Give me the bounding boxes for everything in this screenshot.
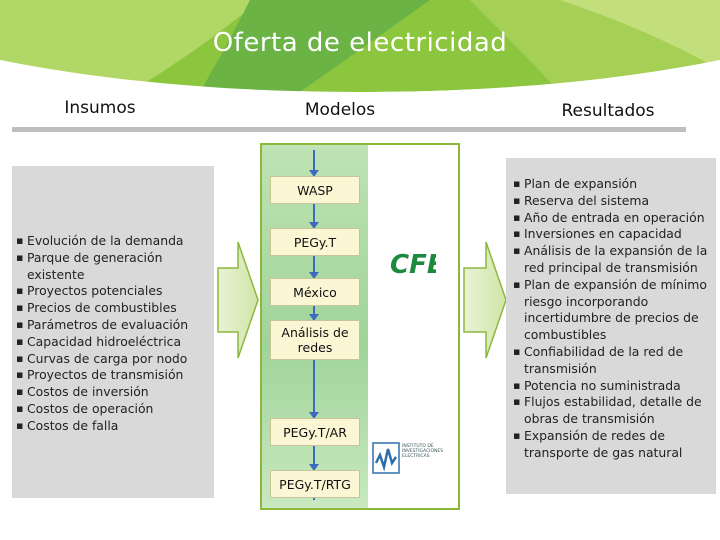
svg-text:CFE: CFE — [390, 250, 436, 278]
flow-arrowhead — [309, 272, 319, 279]
flow-arrowhead — [309, 464, 319, 471]
input-item: Evolución de la demanda — [16, 233, 212, 250]
models-header: Modelos — [304, 100, 376, 120]
input-item: Precios de combustibles — [16, 300, 212, 317]
results-list: Plan de expansión Reserva del sistema Añ… — [513, 176, 713, 462]
model-analisis-redes: Análisis de redes — [270, 320, 360, 360]
iie-logo — [372, 442, 400, 474]
inputs-header: Insumos — [64, 98, 136, 118]
result-item: Año de entrada en operación — [513, 210, 713, 227]
result-item: Confiabilidad de la red de transmisión — [513, 344, 713, 378]
models-to-results-arrow — [463, 241, 507, 359]
model-pegyt: PEGy.T — [270, 228, 360, 256]
flow-arrowhead — [309, 170, 319, 177]
result-item: Análisis de la expansión de la red princ… — [513, 243, 713, 277]
model-pegyt-rtg: PEGy.T/RTG — [270, 470, 360, 498]
flow-arrowhead — [309, 412, 319, 419]
slide-title: Oferta de electricidad — [212, 28, 508, 58]
model-wasp: WASP — [270, 176, 360, 204]
model-pegyt-ar: PEGy.T/AR — [270, 418, 360, 446]
result-item: Inversiones en capacidad — [513, 226, 713, 243]
result-item: Plan de expansión de mínimo riesgo incor… — [513, 277, 713, 344]
input-item: Costos de operación — [16, 401, 212, 418]
title-banner — [0, 0, 720, 92]
flow-arrowhead — [309, 222, 319, 229]
input-item: Costos de falla — [16, 418, 212, 435]
input-item: Capacidad hidroeléctrica — [16, 334, 212, 351]
result-item: Plan de expansión — [513, 176, 713, 193]
result-item: Flujos estabilidad, detalle de obras de … — [513, 394, 713, 428]
header-divider — [12, 127, 686, 132]
input-item: Costos de inversión — [16, 384, 212, 401]
cfe-logo: CFE — [390, 250, 436, 278]
flow-arrowhead — [309, 314, 319, 321]
model-mexico: México — [270, 278, 360, 306]
inputs-to-models-arrow — [217, 241, 259, 359]
result-item: Potencia no suministrada — [513, 378, 713, 395]
input-item: Curvas de carga por nodo — [16, 351, 212, 368]
input-item: Proyectos potenciales — [16, 283, 212, 300]
inputs-list: Evolución de la demanda Parque de genera… — [16, 233, 212, 435]
result-item: Expansión de redes de transporte de gas … — [513, 428, 713, 462]
result-item: Reserva del sistema — [513, 193, 713, 210]
input-item: Parque de generación existente — [16, 250, 212, 284]
input-item: Proyectos de transmisión — [16, 367, 212, 384]
results-header: Resultados — [561, 101, 655, 121]
iie-logo-text: INSTITUTO DE INVESTIGACIONES ELECTRICAS — [402, 444, 444, 459]
input-item: Parámetros de evaluación — [16, 317, 212, 334]
